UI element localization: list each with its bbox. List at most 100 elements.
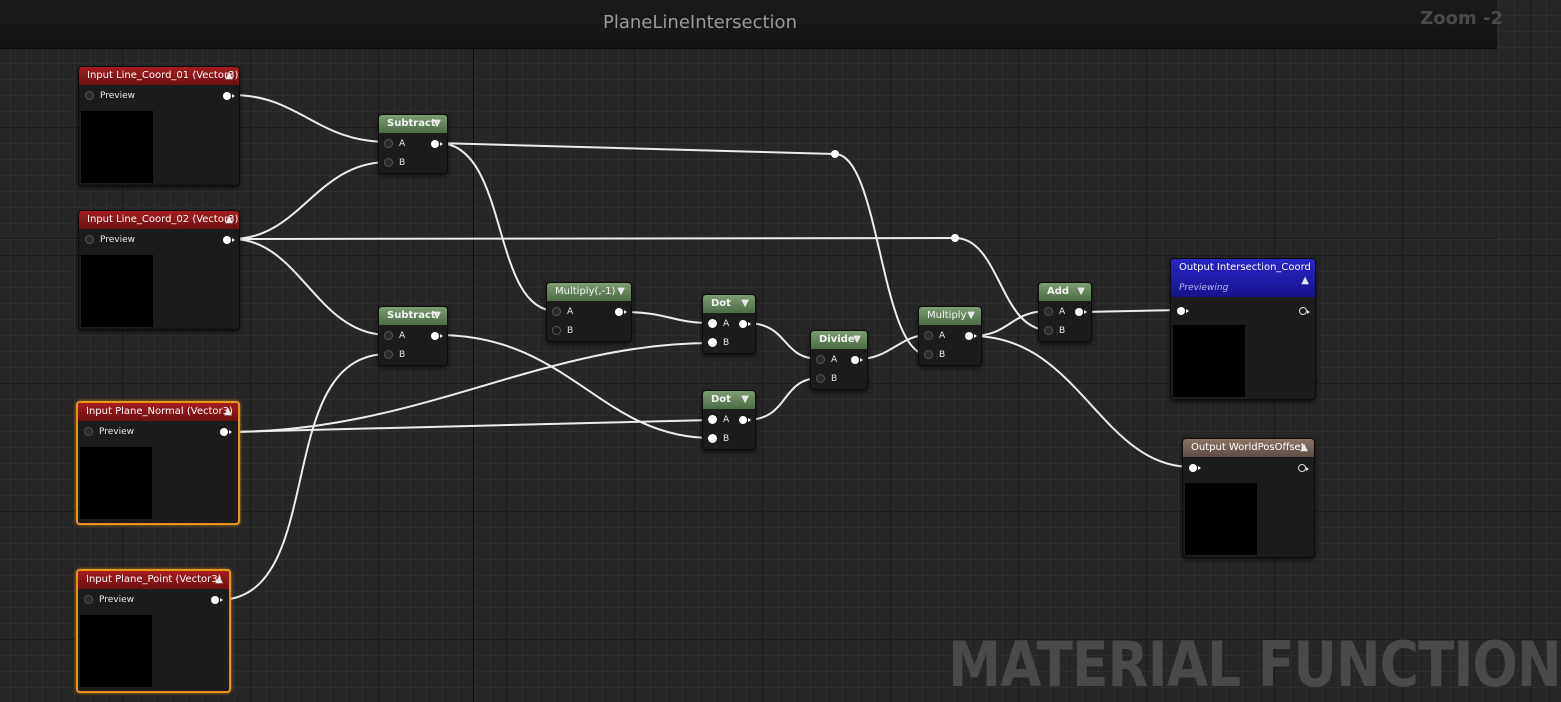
input-pin-a[interactable] bbox=[708, 319, 717, 328]
pin-label: A bbox=[1059, 307, 1066, 317]
node-header[interactable]: Multiply(,-1) ▼ bbox=[547, 283, 631, 301]
output-pin[interactable] bbox=[211, 596, 223, 604]
pin-label: B bbox=[399, 158, 406, 168]
preview-input-pin[interactable] bbox=[85, 91, 94, 100]
input-pin-b[interactable] bbox=[708, 338, 717, 347]
node-divide[interactable]: Divide ▼ A B bbox=[810, 330, 868, 390]
input-pin-a[interactable] bbox=[384, 331, 393, 340]
node-input-line-coord-01[interactable]: Input Line_Coord_01 (Vector3) ▲ Preview bbox=[78, 66, 240, 186]
input-pin-a[interactable] bbox=[384, 139, 393, 148]
output-pin[interactable] bbox=[965, 332, 977, 340]
triangle-up-icon[interactable]: ▲ bbox=[224, 406, 232, 417]
node-title: Add bbox=[1047, 286, 1070, 297]
output-pin[interactable] bbox=[223, 92, 235, 100]
node-input-plane-point[interactable]: Input Plane_Point (Vector3) ▲ Preview bbox=[76, 569, 231, 693]
node-title: Subtract bbox=[387, 118, 436, 129]
input-pin-a[interactable] bbox=[708, 415, 717, 424]
node-header[interactable]: Add ▼ bbox=[1039, 283, 1091, 301]
node-title: Input Plane_Point (Vector3) bbox=[86, 574, 222, 585]
input-pin-a[interactable] bbox=[1044, 307, 1053, 316]
node-input-line-coord-02[interactable]: Input Line_Coord_02 (Vector3) ▲ Preview bbox=[78, 210, 240, 330]
node-header[interactable]: Dot ▼ bbox=[703, 391, 755, 409]
wire-line2-to-subtract1-b bbox=[231, 161, 389, 240]
triangle-up-icon[interactable]: ▲ bbox=[1301, 275, 1309, 286]
output-pin[interactable] bbox=[223, 236, 235, 244]
triangle-down-icon[interactable]: ▼ bbox=[741, 394, 749, 405]
preview-thumbnail bbox=[80, 615, 152, 687]
output-pin[interactable] bbox=[1075, 308, 1087, 316]
node-input-plane-normal[interactable]: Input Plane_Normal (Vector3) ▲ Preview bbox=[76, 401, 240, 525]
preview-pin-row: Preview bbox=[85, 233, 135, 247]
pin-label: B bbox=[831, 374, 838, 384]
input-pin-b[interactable] bbox=[816, 374, 825, 383]
triangle-down-icon[interactable]: ▼ bbox=[741, 298, 749, 309]
triangle-down-icon[interactable]: ▼ bbox=[1077, 286, 1085, 297]
node-add[interactable]: Add ▼ A B bbox=[1038, 282, 1092, 342]
node-header[interactable]: Input Line_Coord_02 (Vector3) ▲ bbox=[79, 211, 239, 229]
output-pin[interactable] bbox=[615, 308, 627, 316]
node-header[interactable]: Output WorldPosOffset ▲ bbox=[1183, 439, 1314, 457]
node-multiply-negate[interactable]: Multiply(,-1) ▼ A B bbox=[546, 282, 632, 342]
preview-input-pin[interactable] bbox=[84, 427, 93, 436]
output-pin[interactable] bbox=[220, 428, 232, 436]
input-pin-b[interactable] bbox=[924, 350, 933, 359]
output-pin[interactable] bbox=[851, 356, 863, 364]
pin-label: A bbox=[567, 307, 574, 317]
node-header[interactable]: Subtract ▼ bbox=[379, 307, 447, 325]
triangle-up-icon[interactable]: ▲ bbox=[215, 574, 223, 585]
pin-row-b: B bbox=[708, 336, 729, 350]
input-pin-a[interactable] bbox=[552, 307, 561, 316]
preview-input-pin[interactable] bbox=[85, 235, 94, 244]
node-subtract-2[interactable]: Subtract ▼ A B bbox=[378, 306, 448, 366]
graph-title: PlaneLineIntersection bbox=[603, 12, 797, 33]
triangle-up-icon[interactable]: ▲ bbox=[225, 214, 233, 225]
node-output-worldposoffset[interactable]: Output WorldPosOffset ▲ bbox=[1182, 438, 1315, 558]
input-pin-a[interactable] bbox=[816, 355, 825, 364]
triangle-down-icon[interactable]: ▼ bbox=[967, 310, 975, 321]
preview-input-pin[interactable] bbox=[84, 595, 93, 604]
output-pin[interactable] bbox=[1298, 464, 1309, 472]
output-pin[interactable] bbox=[739, 320, 751, 328]
node-subtract-1[interactable]: Subtract ▼ A B bbox=[378, 114, 448, 174]
triangle-down-icon[interactable]: ▼ bbox=[853, 334, 861, 345]
node-multiply[interactable]: Multiply ▼ A B bbox=[918, 306, 982, 366]
output-pin[interactable] bbox=[431, 140, 443, 148]
pin-label: A bbox=[723, 319, 730, 329]
node-dot-1[interactable]: Dot ▼ A B bbox=[702, 294, 756, 354]
input-pin-a[interactable] bbox=[924, 331, 933, 340]
triangle-up-icon[interactable]: ▲ bbox=[225, 70, 233, 81]
input-pin[interactable] bbox=[1177, 307, 1189, 315]
output-pin[interactable] bbox=[739, 416, 751, 424]
input-pin-b[interactable] bbox=[1044, 326, 1053, 335]
triangle-down-icon[interactable]: ▼ bbox=[433, 118, 441, 129]
node-header[interactable]: Input Line_Coord_01 (Vector3) ▲ bbox=[79, 67, 239, 85]
node-header[interactable]: Dot ▼ bbox=[703, 295, 755, 313]
grid-axis-vertical bbox=[473, 48, 474, 702]
node-header[interactable]: Subtract ▼ bbox=[379, 115, 447, 133]
node-header[interactable]: Divide ▼ bbox=[811, 331, 867, 349]
input-pin-b[interactable] bbox=[708, 434, 717, 443]
input-pin-b[interactable] bbox=[384, 158, 393, 167]
node-header[interactable]: Output Intersection_Coord Previewing ▲ bbox=[1171, 259, 1315, 297]
wire-dot1-to-divide-a bbox=[745, 322, 821, 360]
triangle-up-icon[interactable]: ▲ bbox=[1300, 442, 1308, 453]
input-pin-b[interactable] bbox=[552, 326, 561, 335]
pin-row-b: B bbox=[384, 156, 405, 170]
node-title: Input Line_Coord_02 (Vector3) bbox=[87, 214, 239, 225]
node-output-intersection-coord[interactable]: Output Intersection_Coord Previewing ▲ bbox=[1170, 258, 1316, 400]
node-title: Multiply bbox=[927, 310, 967, 321]
node-dot-2[interactable]: Dot ▼ A B bbox=[702, 390, 756, 450]
output-pin[interactable] bbox=[1299, 307, 1310, 315]
wire-planenormal-to-dot2-a bbox=[227, 419, 713, 433]
input-pin[interactable] bbox=[1189, 464, 1201, 472]
wire-planepoint-to-subtract2-b bbox=[217, 353, 389, 601]
pin-label: A bbox=[399, 331, 406, 341]
pin-label: B bbox=[723, 338, 730, 348]
node-header[interactable]: Multiply ▼ bbox=[919, 307, 981, 325]
triangle-down-icon[interactable]: ▼ bbox=[433, 310, 441, 321]
output-pin[interactable] bbox=[431, 332, 443, 340]
triangle-down-icon[interactable]: ▼ bbox=[617, 286, 625, 297]
input-pin-b[interactable] bbox=[384, 350, 393, 359]
node-header[interactable]: Input Plane_Point (Vector3) ▲ bbox=[78, 571, 229, 589]
node-header[interactable]: Input Plane_Normal (Vector3) ▲ bbox=[78, 403, 238, 421]
